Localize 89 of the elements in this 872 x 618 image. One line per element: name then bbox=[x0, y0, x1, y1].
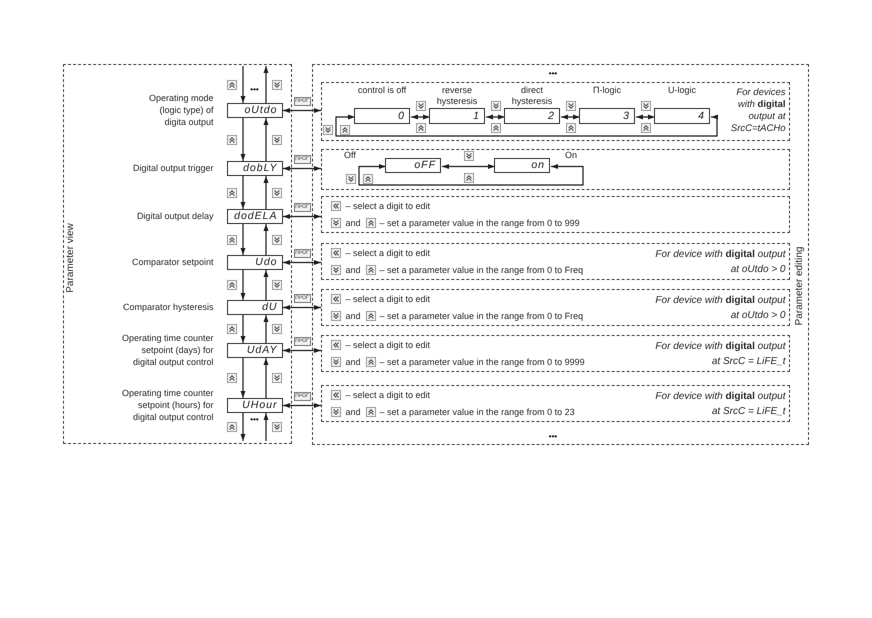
condition-note: For device with digital output at oUtdo > 0 bbox=[654, 248, 786, 276]
option-label: On bbox=[565, 150, 578, 161]
arrow bbox=[240, 270, 246, 300]
condition-note: For device with digital output at SrcC = LiFE_t bbox=[654, 340, 786, 368]
instruction-text: – select a digit to edit bbox=[346, 200, 430, 212]
lcd-display: UdAY bbox=[226, 342, 282, 358]
panel-title: Parameter editing bbox=[794, 246, 806, 325]
double-arrow bbox=[283, 348, 321, 353]
option-label: control is off bbox=[358, 85, 406, 96]
arrow bbox=[264, 66, 268, 103]
parameter-label: Operating time counter setpoint (hours) for digital output control bbox=[120, 387, 214, 423]
double-arrow bbox=[561, 114, 580, 120]
instruction-text: – select a digit to edit bbox=[346, 388, 430, 400]
dashed-box bbox=[320, 242, 790, 280]
double-arrow bbox=[636, 114, 655, 120]
arrow bbox=[264, 315, 268, 343]
lcd-display: Udo bbox=[226, 254, 282, 270]
arrow bbox=[240, 224, 246, 255]
parameter-label: Operating mode (logic type) of digita output bbox=[148, 92, 214, 128]
lcd-display: oFF bbox=[385, 158, 441, 173]
lcd-display: 1 bbox=[429, 108, 485, 124]
lcd-display: 3 bbox=[579, 108, 635, 124]
double-arrow bbox=[283, 305, 321, 310]
condition-note: For device with digital output at oUtdo > 0 bbox=[654, 294, 786, 322]
lcd-display: 4 bbox=[654, 108, 710, 124]
arrow bbox=[240, 315, 246, 343]
arrow bbox=[264, 413, 268, 441]
instruction-text: – set a parameter value in the range from 0 to 9999 bbox=[380, 356, 585, 368]
option-label: reverse hysteresis bbox=[436, 85, 478, 107]
lcd-display: on bbox=[494, 158, 550, 173]
conjunction-text: and bbox=[346, 264, 361, 276]
instruction-text: – select a digit to edit bbox=[346, 338, 430, 350]
instruction-text: – select a digit to edit bbox=[346, 246, 430, 258]
dashed-panel bbox=[312, 64, 809, 445]
double-arrow bbox=[283, 260, 321, 265]
arrow bbox=[240, 413, 246, 441]
arrow bbox=[264, 224, 268, 255]
dashed-box bbox=[320, 288, 790, 326]
double-arrow bbox=[283, 108, 321, 113]
loop-arrow bbox=[358, 164, 584, 186]
lcd-display: dU bbox=[226, 300, 282, 314]
conjunction-text: and bbox=[346, 406, 361, 418]
instruction-text: – set a parameter value in the range from 0 to 23 bbox=[380, 406, 575, 418]
arrow bbox=[240, 118, 246, 161]
option-label: П-logic bbox=[593, 85, 621, 96]
arrow bbox=[264, 358, 268, 398]
double-arrow bbox=[411, 114, 430, 120]
parameter-label: Digital output delay bbox=[136, 210, 214, 222]
instruction-text: – set a parameter value in the range from 0 to 999 bbox=[380, 216, 580, 228]
dashed-box bbox=[320, 196, 790, 232]
arrow bbox=[264, 176, 268, 209]
arrow bbox=[264, 118, 268, 161]
conjunction-text: and bbox=[346, 310, 361, 322]
option-label: direct hysteresis bbox=[510, 85, 554, 107]
panel-title: Parameter view bbox=[64, 222, 76, 292]
arrow bbox=[264, 270, 268, 300]
dashed-box bbox=[320, 334, 790, 372]
lcd-display: dobLY bbox=[226, 160, 282, 176]
double-arrow bbox=[283, 214, 321, 219]
double-arrow bbox=[486, 114, 505, 120]
ellipsis: ••• bbox=[250, 86, 259, 94]
ellipsis: ••• bbox=[250, 416, 259, 424]
loop-arrow bbox=[335, 114, 718, 137]
conjunction-text: and bbox=[346, 356, 361, 368]
lcd-display: dodELA bbox=[226, 208, 282, 224]
parameter-label: Digital output trigger bbox=[132, 162, 214, 174]
double-arrow bbox=[283, 403, 321, 408]
condition-note: For devices with digital output at SrcC=tACHo bbox=[730, 86, 786, 134]
arrow bbox=[240, 176, 246, 209]
ellipsis: ••• bbox=[548, 70, 558, 78]
instruction-text: – select a digit to edit bbox=[346, 292, 430, 304]
parameter-label: Operating time counter setpoint (days) for digital output control bbox=[120, 332, 214, 368]
parameter-label: Comparator hysteresis bbox=[122, 301, 214, 313]
parameter-label: Comparator setpoint bbox=[132, 256, 214, 268]
option-label: U-logic bbox=[668, 85, 696, 96]
condition-note: For device with digital output at SrcC = LiFE_t bbox=[654, 390, 786, 418]
dashed-box bbox=[320, 384, 790, 422]
double-arrow bbox=[283, 166, 321, 171]
lcd-display: 2 bbox=[504, 108, 560, 124]
option-label: Off bbox=[344, 150, 356, 161]
arrow bbox=[240, 66, 246, 103]
lcd-display: 0 bbox=[354, 108, 410, 124]
instruction-text: – set a parameter value in the range from 0 to Freq bbox=[380, 264, 584, 276]
lcd-display: oUtdo bbox=[226, 102, 282, 118]
ellipsis: ••• bbox=[548, 433, 558, 441]
arrow bbox=[240, 358, 246, 398]
conjunction-text: and bbox=[346, 216, 361, 228]
lcd-display: UHour bbox=[226, 398, 282, 412]
instruction-text: – set a parameter value in the range from 0 to Freq bbox=[380, 310, 584, 322]
